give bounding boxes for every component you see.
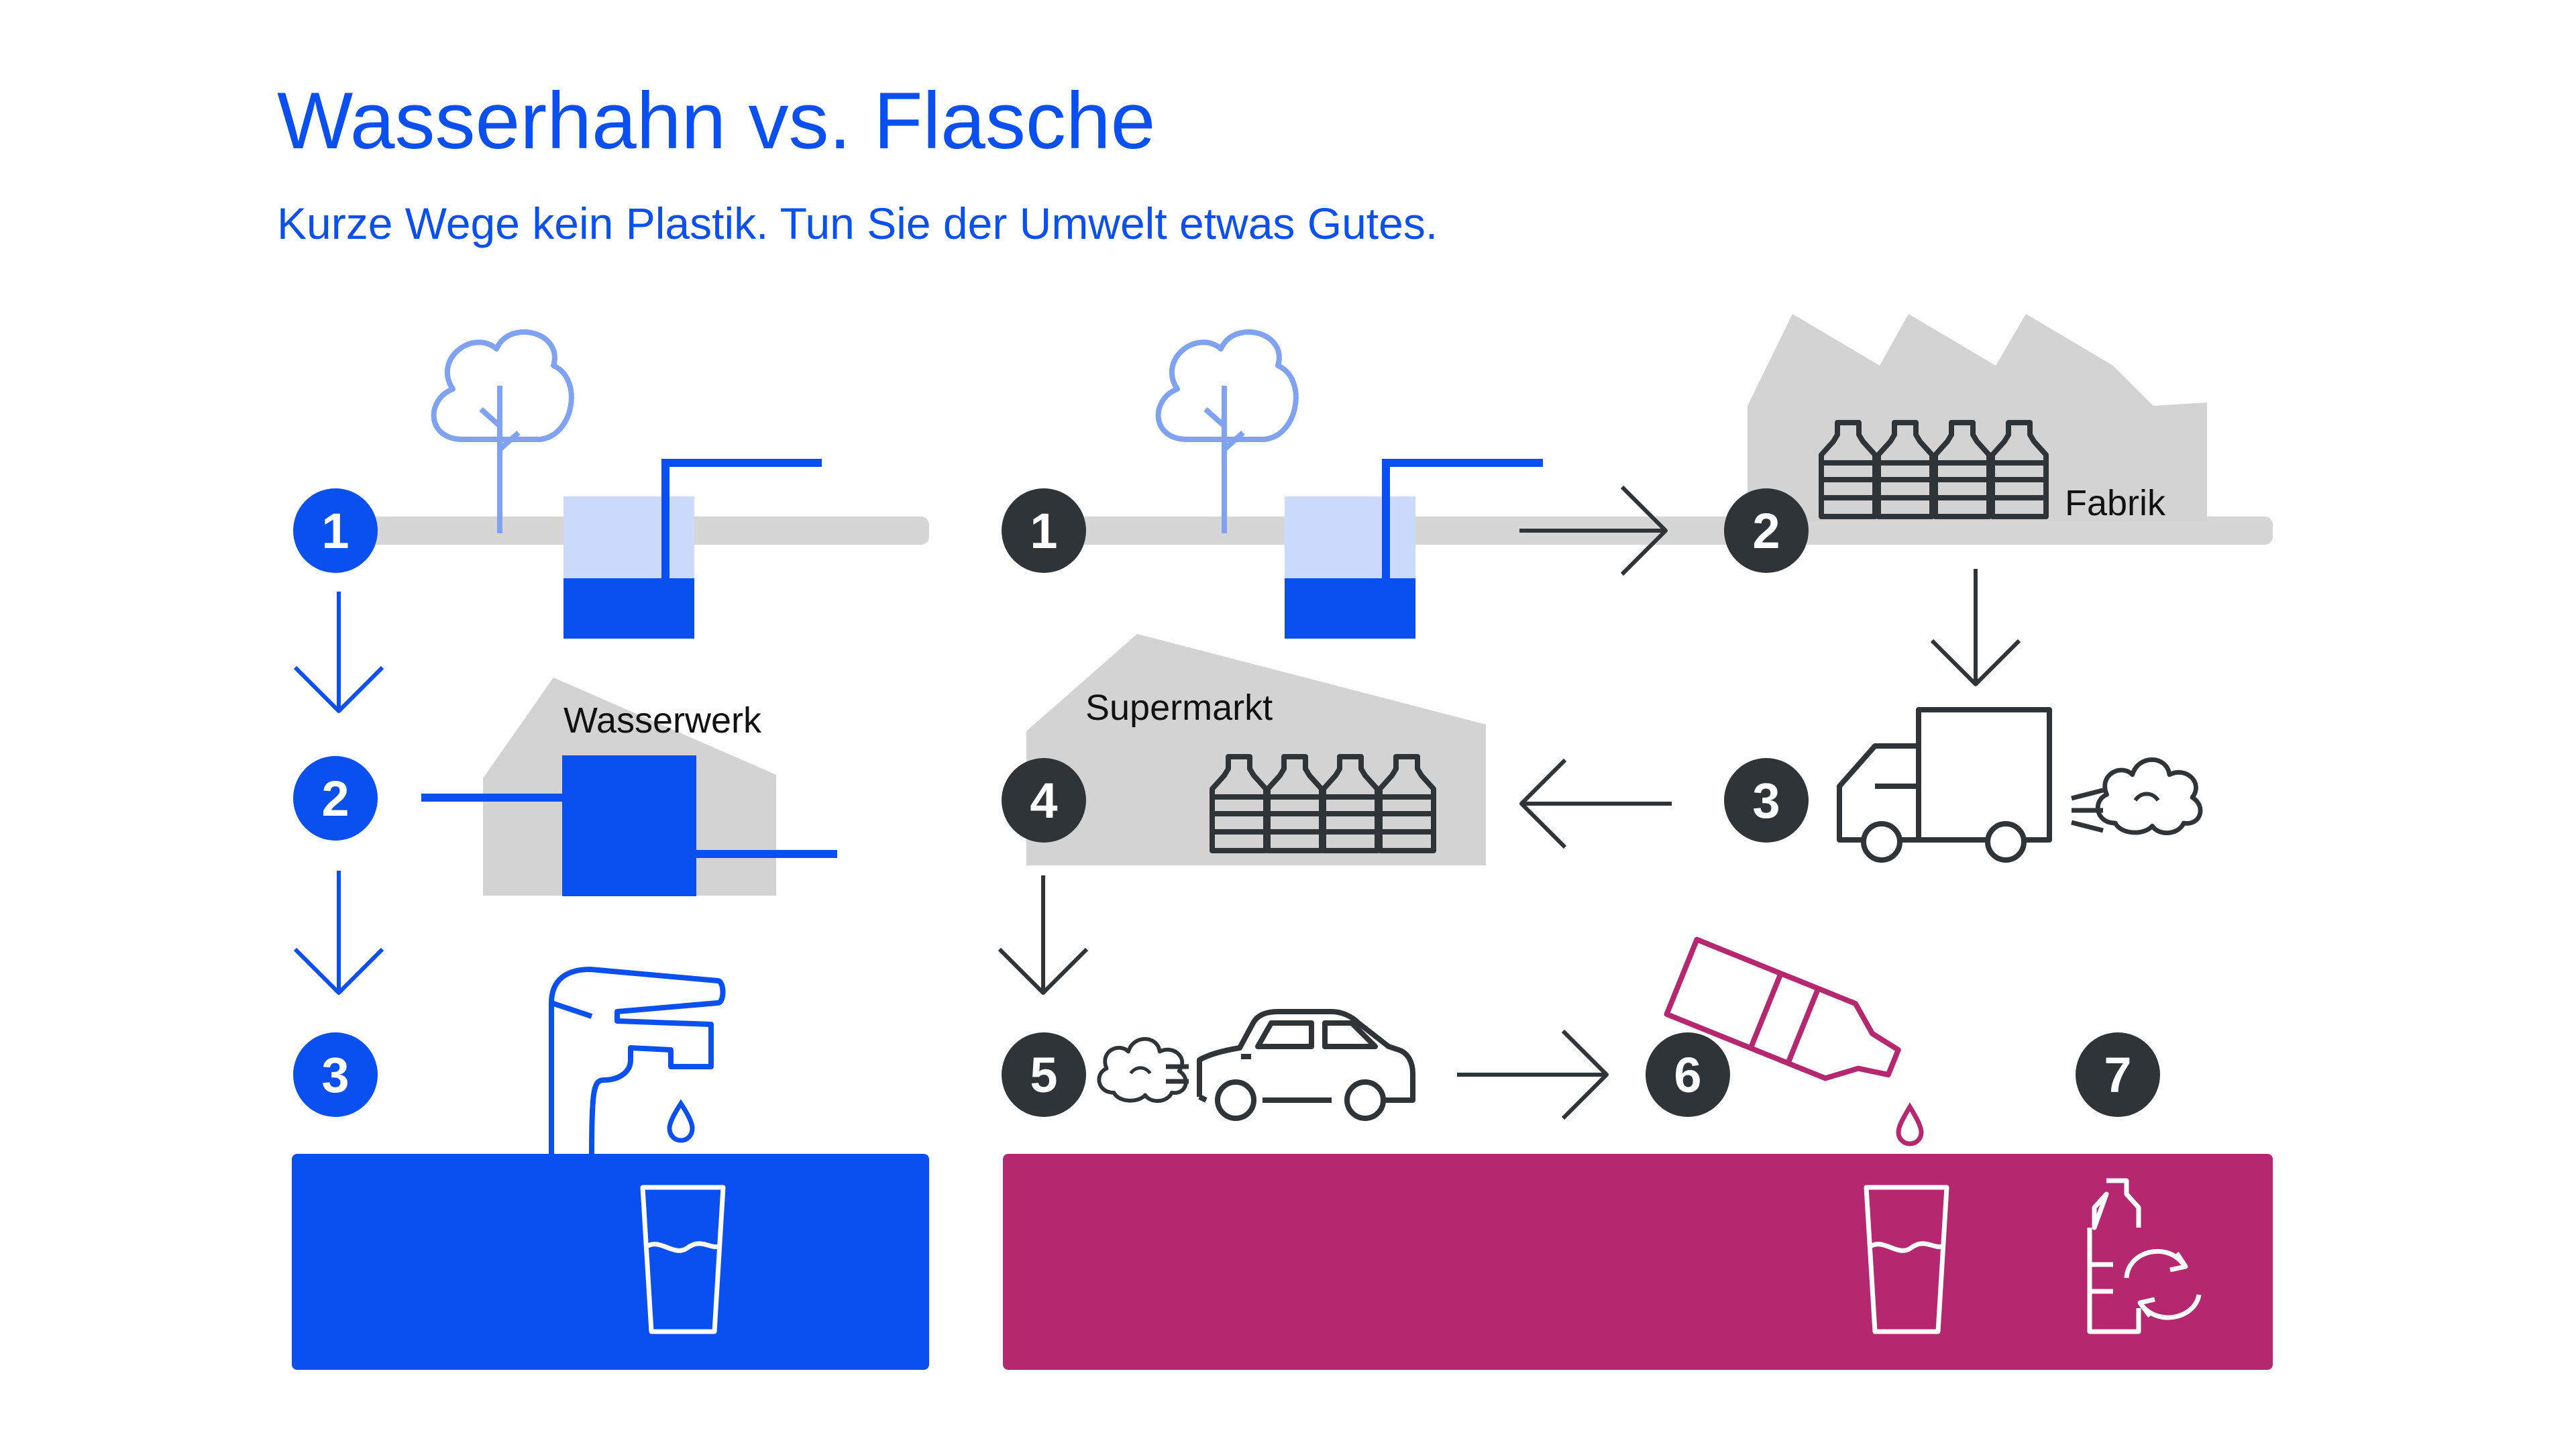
- bottle-step-number: 2: [1752, 503, 1780, 559]
- arrow-icon: [1457, 1029, 1609, 1120]
- arrow-icon: [1930, 569, 2021, 686]
- bottle-step-number: 1: [1030, 503, 1057, 559]
- waterworks-label: Wasserwerk: [564, 700, 762, 741]
- tap-step-number: 3: [321, 1047, 349, 1103]
- bottle-step-badge-1: 1: [1002, 488, 1086, 573]
- page-title: Wasserhahn vs. Flasche: [277, 76, 1156, 166]
- bottle-step-badge-7: 7: [2076, 1032, 2160, 1117]
- factory-label: Fabrik: [2065, 483, 2166, 523]
- bottle-step-number: 3: [1752, 773, 1780, 828]
- page-subtitle: Kurze Wege kein Plastik. Tun Sie der Umw…: [277, 199, 1438, 248]
- bottle-step-badge-4: 4: [1002, 758, 1086, 843]
- arrow-icon: [293, 871, 384, 995]
- bottle-step-badge-2: 2: [1724, 488, 1809, 573]
- bottle-step-number: 6: [1674, 1047, 1701, 1103]
- tap-step-number: 2: [321, 771, 349, 826]
- tap-step-badge-3: 3: [293, 1032, 378, 1117]
- well-icon: [1285, 459, 1543, 639]
- exhaust-cloud-icon: [1099, 1039, 1189, 1101]
- truck-icon: [1837, 707, 2052, 863]
- tipped-bottle-icon: [1664, 936, 1901, 1081]
- bottle-step-number: 4: [1030, 773, 1057, 828]
- arrow-icon: [1519, 485, 1668, 576]
- bottle-step-badge-5: 5: [1002, 1032, 1086, 1117]
- faucet-icon: [549, 967, 726, 1155]
- tap-water-basin: [292, 1154, 929, 1370]
- supermarket-label: Supermarkt: [1085, 688, 1273, 728]
- arrow-icon: [998, 875, 1089, 995]
- tap-step-badge-1: 1: [293, 488, 378, 573]
- tap-step-number: 1: [321, 503, 349, 559]
- bottle-step-number: 5: [1030, 1047, 1057, 1103]
- tree-icon: [434, 332, 572, 533]
- tree-icon: [1159, 332, 1296, 533]
- water-drop-icon: [1896, 1102, 1924, 1146]
- bottle-step-badge-3: 3: [1724, 758, 1809, 843]
- glass-icon: [1864, 1185, 1949, 1334]
- factory-icon: [1748, 314, 2207, 522]
- bottled-water-basin: [1003, 1154, 2273, 1370]
- glass-icon: [640, 1185, 726, 1334]
- well-icon: [564, 459, 822, 639]
- supermarket-icon: [1026, 634, 1486, 865]
- tap-step-badge-2: 2: [293, 756, 378, 841]
- bottle-step-number: 7: [2104, 1047, 2131, 1103]
- car-icon: [1197, 1009, 1415, 1121]
- arrow-icon: [1519, 758, 1672, 849]
- waterworks-icon: [421, 678, 837, 896]
- water-drop-icon: [667, 1099, 695, 1143]
- recycle-bottle-icon: [2087, 1178, 2202, 1334]
- arrow-icon: [293, 592, 384, 713]
- bottle-step-badge-6: 6: [1646, 1032, 1730, 1117]
- exhaust-cloud-icon: [2071, 759, 2200, 833]
